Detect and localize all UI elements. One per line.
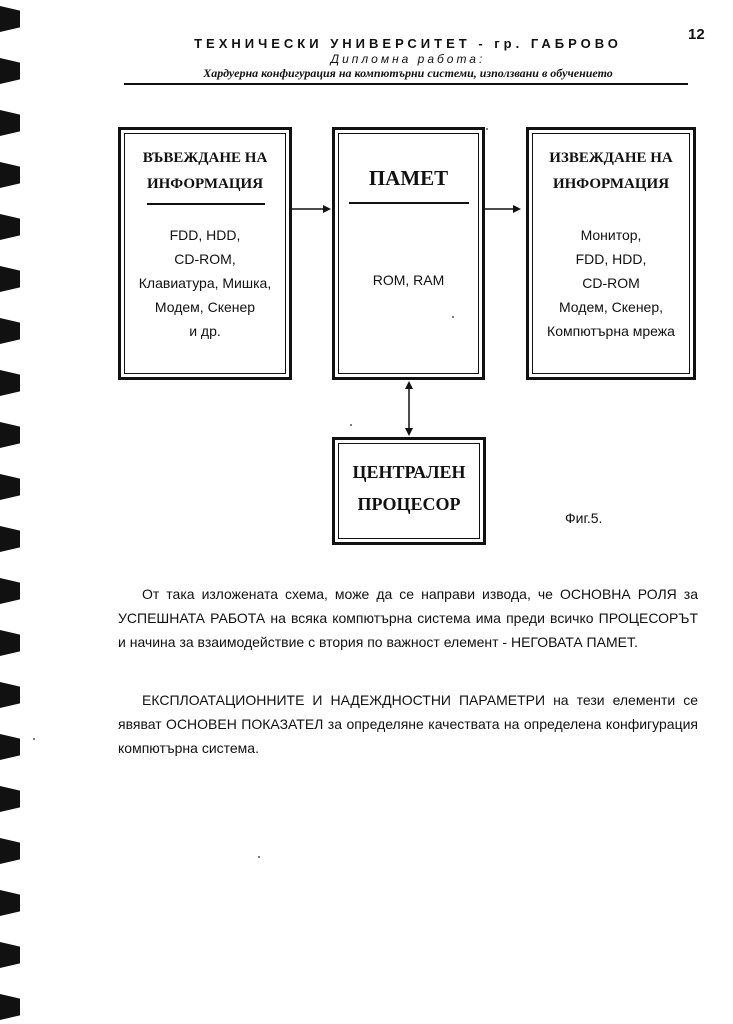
- input-box-body: FDD, HDD, CD-ROM, Клавиатура, Мишка, Мод…: [121, 223, 289, 343]
- input-box-title-line-2: ИНФОРМАЦИЯ: [146, 176, 264, 192]
- binding-hole: [0, 266, 20, 292]
- output-box-body-line: FDD, HDD,: [575, 251, 647, 267]
- header-topic: Хардуерна конфигурация на компютърни сис…: [203, 66, 613, 80]
- cpu-box-title-line-2: ПРОЦЕСОР: [357, 494, 461, 514]
- figure-label: Фиг.5.: [565, 510, 603, 526]
- cpu-box-inner-border: [338, 443, 480, 539]
- input-box: ВЪВЕЖДАНЕ НА ИНФОРМАЦИЯ FDD, HDD, CD-ROM…: [118, 127, 292, 380]
- output-box-body: Монитор, FDD, HDD, CD-ROM Модем, Скенер,…: [529, 223, 693, 343]
- binding-hole: [0, 578, 20, 604]
- binding-hole: [0, 734, 20, 760]
- memory-box-inner-border: [338, 133, 479, 374]
- memory-box-body: ROM, RAM: [372, 272, 445, 288]
- cpu-box-title-line-1: ЦЕНТРАЛЕН: [352, 462, 466, 482]
- scan-speck: [258, 856, 260, 858]
- memory-box: ПАМЕТ ROM, RAM: [332, 127, 485, 380]
- binding-hole: [0, 890, 20, 916]
- input-box-body-line: и др.: [189, 323, 221, 339]
- header-university: ТЕХНИЧЕСКИ УНИВЕРСИТЕТ - гр. ГАБРОВО: [194, 36, 622, 51]
- output-box-body-line: Монитор,: [580, 227, 642, 243]
- binding-hole: [0, 162, 20, 188]
- binding-hole: [0, 110, 20, 136]
- binding-hole: [0, 58, 20, 84]
- binding-hole: [0, 318, 20, 344]
- arrow-memory-cpu-bidirectional: [405, 381, 413, 436]
- binding-hole: [0, 942, 20, 968]
- output-box-title-line-1: ИЗВЕЖДАНЕ НА: [549, 150, 673, 166]
- input-box-title-line-1: ВЪВЕЖДАНЕ НА: [142, 150, 268, 166]
- input-box-body-line: FDD, HDD,: [169, 227, 241, 243]
- output-box-body-line: CD-ROM: [582, 275, 640, 291]
- binding-hole: [0, 474, 20, 500]
- input-box-body-line: Модем, Скенер: [154, 299, 256, 315]
- binding-hole: [0, 630, 20, 656]
- scan-speck: [452, 316, 454, 318]
- output-box-body-line: Компютърна мрежа: [547, 323, 675, 339]
- binding-hole: [0, 214, 20, 240]
- input-box-rule: [147, 203, 265, 205]
- memory-box-rule: [349, 202, 469, 204]
- arrow-memory-to-output: [485, 205, 521, 213]
- binding-hole: [0, 994, 20, 1020]
- binding-strip: [0, 0, 22, 1024]
- input-box-body-line: Клавиатура, Мишка,: [138, 275, 272, 291]
- binding-hole: [0, 526, 20, 552]
- binding-hole: [0, 838, 20, 864]
- scan-speck: [350, 424, 352, 426]
- header-thesis: Дипломна работа:: [330, 52, 486, 66]
- binding-hole: [0, 682, 20, 708]
- cpu-box: ЦЕНТРАЛЕН ПРОЦЕСОР: [332, 437, 486, 545]
- header-rule: [124, 83, 688, 85]
- body-paragraph-2: ЕКСПЛОАТАЦИОННИТЕ И НАДЕЖДНОСТНИ ПАРАМЕТ…: [118, 692, 698, 756]
- input-box-inner-border: [124, 133, 286, 374]
- output-box-body-line: Модем, Скенер,: [558, 299, 664, 315]
- binding-hole: [0, 370, 20, 396]
- body-paragraph-1: От така изложената схема, може да се нап…: [118, 586, 698, 650]
- memory-box-title: ПАМЕТ: [368, 166, 449, 190]
- scan-speck: [33, 738, 35, 740]
- output-box-inner-border: [532, 133, 690, 374]
- arrow-input-to-memory: [292, 205, 331, 213]
- page-number: 12: [688, 26, 705, 43]
- output-box-title-line-2: ИНФОРМАЦИЯ: [552, 176, 670, 192]
- binding-hole: [0, 422, 20, 448]
- binding-hole: [0, 786, 20, 812]
- scan-speck: [486, 128, 488, 130]
- output-box: ИЗВЕЖДАНЕ НА ИНФОРМАЦИЯ Монитор, FDD, HD…: [526, 127, 696, 380]
- binding-hole: [0, 6, 20, 32]
- input-box-body-line: CD-ROM,: [174, 251, 236, 267]
